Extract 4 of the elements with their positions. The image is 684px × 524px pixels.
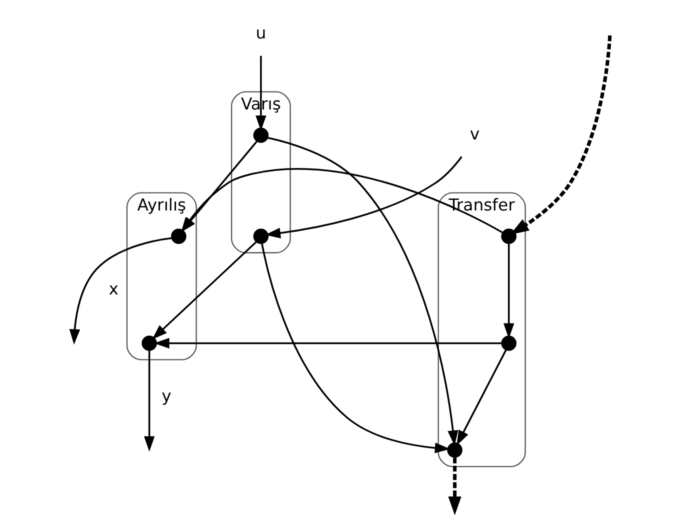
edge-label: x [108, 280, 119, 299]
edge-label: y [162, 386, 172, 406]
node-text: u [256, 24, 266, 43]
node-text: v [470, 124, 480, 144]
